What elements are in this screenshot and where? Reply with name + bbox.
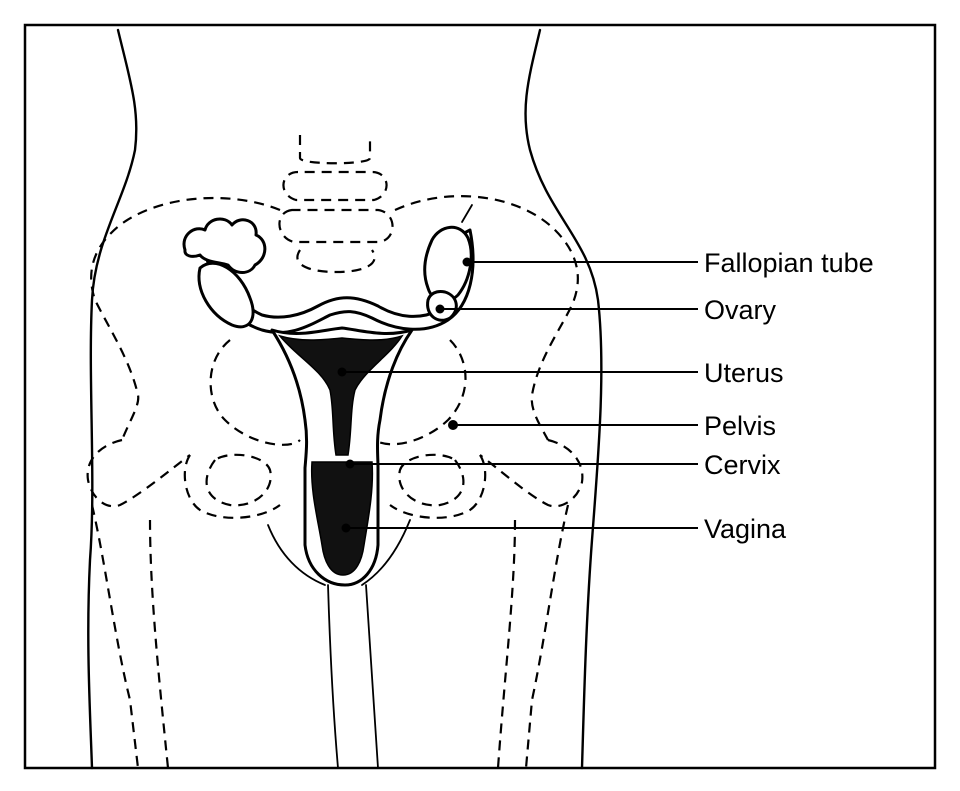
- reproductive-organs: [182, 204, 475, 587]
- label-fallopian-tube: Fallopian tube: [704, 248, 874, 278]
- cervix-vaginal-canal: [310, 461, 374, 576]
- uterus-outer: [270, 326, 414, 587]
- leader-lines: [337, 257, 698, 533]
- label-uterus: Uterus: [704, 358, 784, 388]
- label-pelvis: Pelvis: [704, 411, 776, 441]
- labels: Fallopian tube Ovary Uterus Pelvis Cervi…: [704, 248, 874, 544]
- body-outline: [87, 28, 603, 770]
- left-fimbriae-shape: [182, 217, 267, 274]
- label-cervix: Cervix: [704, 450, 781, 480]
- label-vagina: Vagina: [704, 514, 787, 544]
- label-ovary: Ovary: [704, 295, 777, 325]
- diagram-frame: [23, 23, 937, 770]
- left-ovary-shape: [197, 261, 255, 329]
- uterine-cavity: [277, 334, 404, 456]
- right-fimbriae-shape: [423, 225, 473, 303]
